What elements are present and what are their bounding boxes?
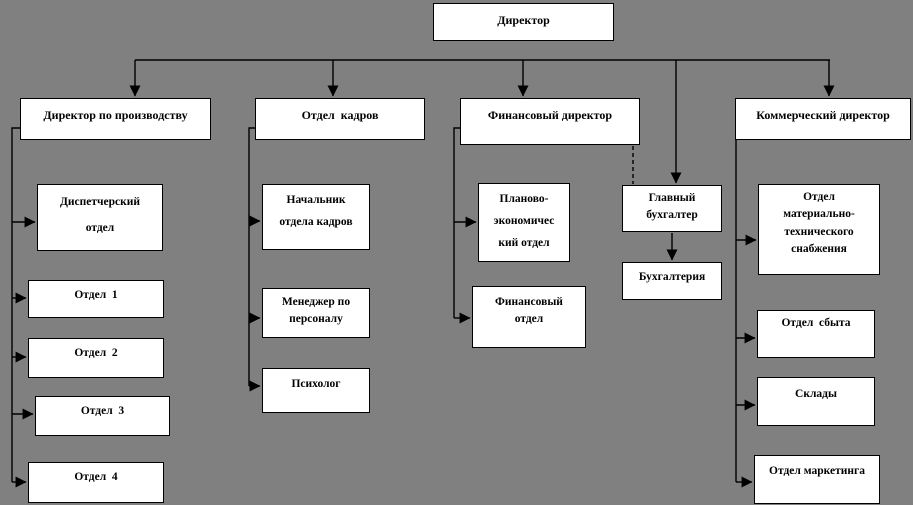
node-financial-department: Финансовый отдел bbox=[472, 286, 586, 348]
node-director: Директор bbox=[433, 3, 614, 41]
node-financial-director: Финансовый директор bbox=[460, 98, 640, 145]
node-planning-economic-department: Планово- экономичес кий отдел bbox=[478, 183, 570, 262]
node-warehouses: Склады bbox=[757, 377, 875, 426]
level2-arrows bbox=[129, 60, 835, 184]
node-department-3: Отдел 3 bbox=[35, 396, 170, 436]
commercial-group-connectors bbox=[735, 140, 757, 488]
finance-group-connectors bbox=[453, 127, 477, 324]
node-production-director: Директор по производству bbox=[20, 98, 211, 140]
node-marketing-department: Отдел маркетинга bbox=[754, 455, 880, 504]
node-commercial-director: Коммерческий директор bbox=[735, 98, 911, 140]
node-department-4: Отдел 4 bbox=[28, 462, 164, 503]
node-accounting: Бухгалтерия bbox=[622, 262, 722, 300]
node-hr-manager: Менеджер по персоналу bbox=[262, 288, 370, 338]
production-group-connectors bbox=[11, 127, 36, 488]
node-department-2: Отдел 2 bbox=[28, 338, 164, 378]
node-hr-department: Отдел кадров bbox=[255, 98, 425, 140]
node-sales-department: Отдел сбыта bbox=[757, 310, 875, 358]
node-chief-accountant: Главный бухгалтер bbox=[622, 185, 722, 232]
node-department-1: Отдел 1 bbox=[28, 280, 164, 318]
node-psychologist: Психолог bbox=[262, 368, 370, 413]
node-dispatch-department: Диспетчерский отдел bbox=[37, 184, 163, 251]
node-material-supply-department: Отдел материально- технического снабжени… bbox=[758, 184, 880, 275]
node-hr-head: Начальник отдела кадров bbox=[262, 184, 370, 250]
hr-group-connectors bbox=[248, 127, 261, 392]
